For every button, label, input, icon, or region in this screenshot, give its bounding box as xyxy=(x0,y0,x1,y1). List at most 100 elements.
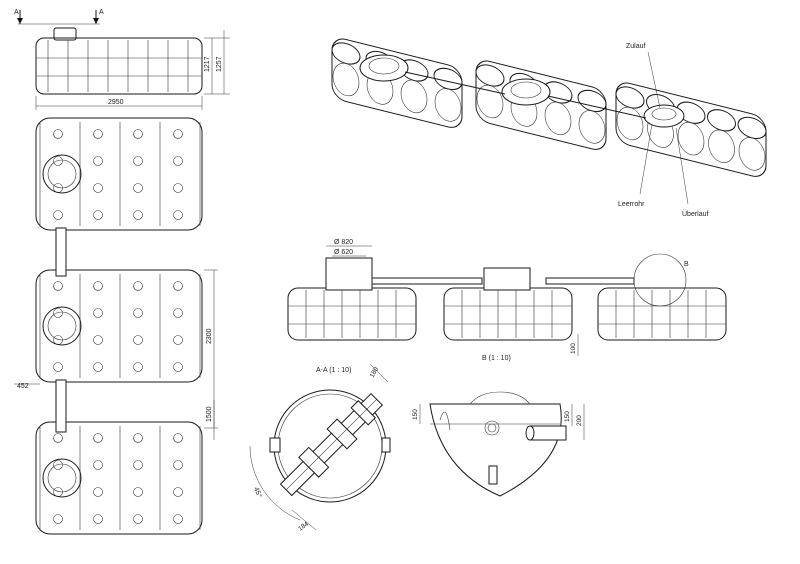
side-tank xyxy=(597,287,727,341)
plan-tank-port xyxy=(53,156,63,166)
iso-tank-2 xyxy=(475,60,607,150)
section-aa-view: A-A (1 : 10) 45° 180 184 xyxy=(249,363,391,533)
plan-tank-port xyxy=(173,308,183,318)
plan-tank-dome xyxy=(42,458,82,498)
side-pipe-1 xyxy=(371,277,483,285)
label-overflow: Überlauf xyxy=(682,210,709,218)
side-tank-body xyxy=(597,287,727,341)
plan-tank-port xyxy=(93,460,103,470)
detail-outlet-pipe xyxy=(529,425,567,441)
plan-tank-port xyxy=(53,281,63,291)
section-pipe-axis xyxy=(285,399,377,491)
plan-tank-port xyxy=(93,210,103,220)
plan-tank-port xyxy=(173,487,183,497)
detail-side-curve xyxy=(439,411,451,431)
section-arrowhead-right xyxy=(93,18,99,24)
plan-tank-port xyxy=(133,210,143,220)
connector-pipe-2 xyxy=(55,379,67,433)
plan-tank-port xyxy=(173,129,183,139)
plan-tank-port xyxy=(53,433,63,443)
plan-tank-port xyxy=(53,460,63,470)
leader-overflow xyxy=(675,127,689,205)
plan-tank-port xyxy=(133,281,143,291)
plan-tank-port xyxy=(53,362,63,372)
iso-lobe-side xyxy=(616,106,644,141)
plan-tank-port xyxy=(133,362,143,372)
plan-tank-port xyxy=(93,129,103,139)
plan-tank-port xyxy=(53,514,63,524)
dim-top-label: 180 xyxy=(369,366,381,379)
side-dome-2 xyxy=(483,267,531,291)
dim-bottom-label: 100 xyxy=(570,343,577,354)
side-tank xyxy=(443,287,573,341)
tank-elevation-body xyxy=(35,37,203,95)
detail-b-circle xyxy=(633,253,687,307)
plan-tank-port xyxy=(173,210,183,220)
iso-pipe-1 xyxy=(404,71,506,95)
plan-tank-port xyxy=(133,433,143,443)
side-view: B Ø 820 Ø 620 100 B (1 : 10) xyxy=(287,239,727,362)
dim-dia-outer-label: Ø 820 xyxy=(334,239,353,246)
plan-tank-port xyxy=(173,281,183,291)
detail-b-view: 150 150 200 xyxy=(412,391,585,497)
dim-detail-left-label: 150 xyxy=(412,409,419,420)
iso-lobe-side xyxy=(544,101,572,136)
plan-tank xyxy=(35,117,203,231)
dim-line-bottom-section xyxy=(291,509,317,531)
detail-b-title: B (1 : 10) xyxy=(482,355,511,362)
section-pipe-assembly xyxy=(279,392,384,497)
dim-bottom-section-label: 184 xyxy=(297,520,310,532)
label-drain: Leerrohr xyxy=(618,201,645,208)
plan-tank-port xyxy=(133,460,143,470)
plan-tank-port xyxy=(173,362,183,372)
iso-lobe-side xyxy=(708,129,735,163)
plan-tank-port xyxy=(93,362,103,372)
plan-tank-port xyxy=(133,335,143,345)
plan-tank-port xyxy=(93,487,103,497)
plan-tank-port xyxy=(173,156,183,166)
plan-tank-port xyxy=(93,433,103,443)
iso-lobe-side xyxy=(400,79,428,114)
plan-tank-port xyxy=(53,308,63,318)
side-tanks xyxy=(287,287,727,341)
plan-tank-port xyxy=(133,183,143,193)
dim-detail-right-b-label: 200 xyxy=(576,415,583,426)
dim-spacing-label: 2300 xyxy=(206,328,213,344)
leader-inlet xyxy=(647,51,661,109)
plan-tank-outline xyxy=(35,269,203,383)
section-title: A-A (1 : 10) xyxy=(316,367,351,374)
iso-tank-3 xyxy=(615,82,767,177)
dim-dia-inner-label: Ø 620 xyxy=(334,249,353,256)
section-left-fitting xyxy=(269,437,281,453)
iso-dome-1 xyxy=(359,54,409,82)
detail-outlet-end xyxy=(525,425,535,441)
plan-tank-port xyxy=(93,308,103,318)
dim-arc-angle xyxy=(249,445,301,521)
section-mark-right: A xyxy=(99,9,104,16)
connector-pipe-1 xyxy=(55,227,67,277)
side-tank xyxy=(287,287,417,341)
leader-drain xyxy=(639,123,653,195)
plan-tank-dome-inner xyxy=(47,463,77,493)
dim-detail-right-a-label: 150 xyxy=(564,411,571,422)
label-inlet: Zulauf xyxy=(626,43,646,50)
plan-tank-port xyxy=(53,129,63,139)
iso-dome-3-inner xyxy=(651,107,677,121)
plan-tank xyxy=(35,269,203,383)
plan-tank-port xyxy=(133,156,143,166)
iso-pipe-2 xyxy=(547,95,647,119)
iso-lobe-side xyxy=(677,122,705,156)
dim-spacing-b-label: 1500 xyxy=(206,406,213,422)
isometric-view: Zulauf Leerrohr Überlauf xyxy=(331,38,767,218)
plan-tank-outline xyxy=(35,117,203,231)
side-pipe-2 xyxy=(545,277,635,285)
plan-tank-port xyxy=(93,335,103,345)
plan-tank-outline xyxy=(35,421,203,535)
iso-lobe-side xyxy=(578,110,606,144)
dim-offset-label: 452 xyxy=(17,383,29,390)
plan-tank-port xyxy=(173,460,183,470)
plan-tanks xyxy=(35,117,203,535)
plan-tank-port xyxy=(93,183,103,193)
